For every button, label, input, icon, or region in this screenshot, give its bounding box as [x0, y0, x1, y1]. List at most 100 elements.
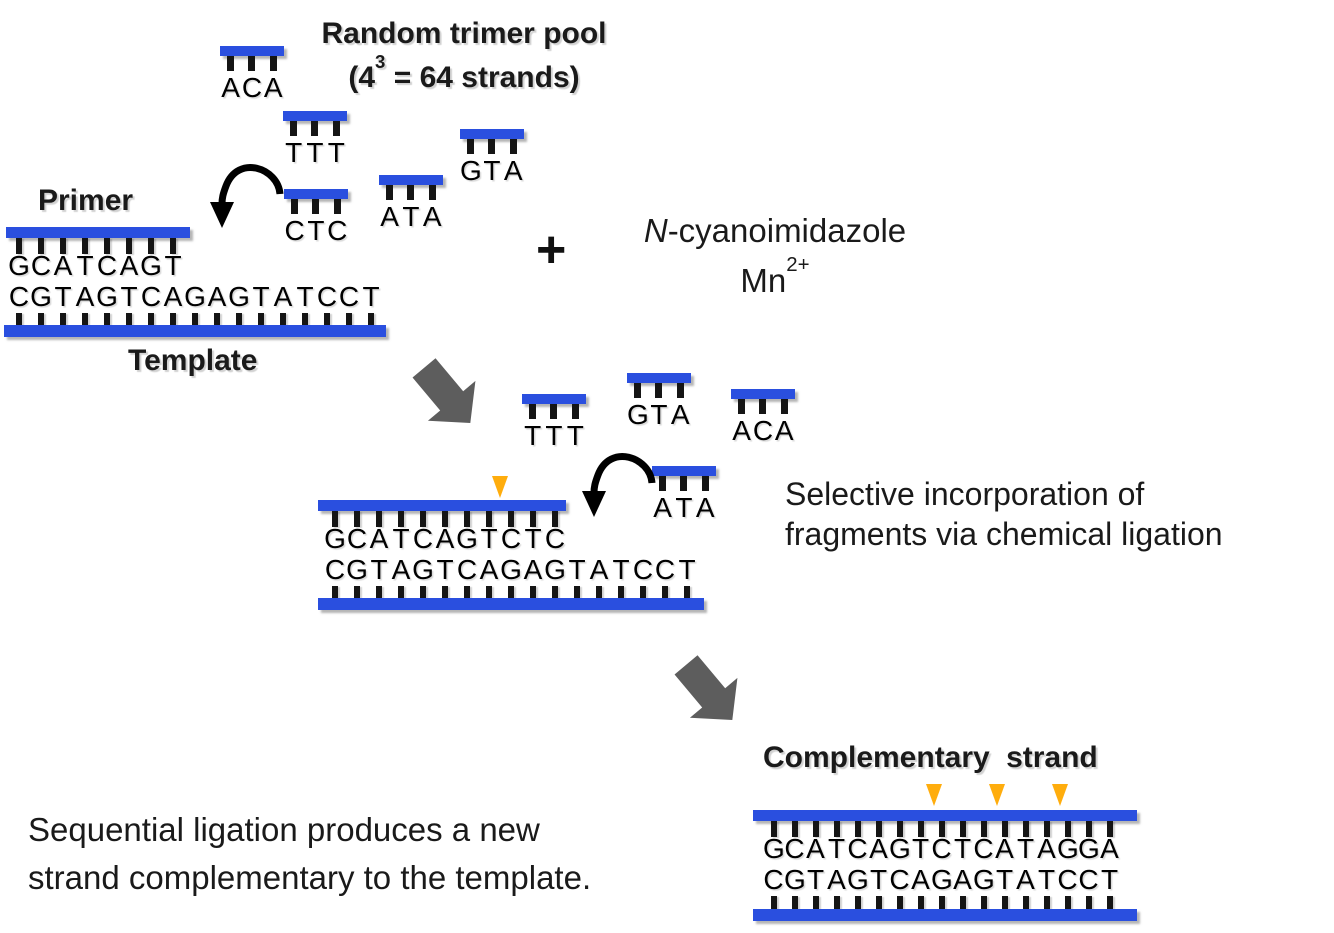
base-tick	[376, 511, 382, 527]
base-letter: C	[632, 554, 654, 585]
base-tick-cell	[826, 821, 847, 837]
base-letter: T	[827, 833, 846, 864]
base-tick	[917, 821, 924, 837]
base-tick-cell	[763, 821, 784, 837]
base-tick	[938, 821, 945, 837]
extended-strand-backbone-bar	[318, 500, 566, 511]
base-letter: T	[54, 281, 72, 312]
base-letter: A	[207, 281, 227, 312]
pool-count-exponent: 3	[375, 50, 386, 72]
base-letter: A	[391, 554, 411, 585]
base-letter: T	[483, 155, 501, 186]
base-letter: G	[544, 554, 566, 585]
base-tick-cell	[522, 511, 544, 527]
base-tick	[833, 821, 840, 837]
base-tick-cell	[544, 586, 566, 602]
primer-label: Primer	[38, 184, 134, 217]
base-tick-cell	[868, 821, 889, 837]
base-letter: A	[806, 833, 825, 864]
base-tick	[354, 586, 360, 602]
trimer-backbone-bar	[283, 111, 347, 121]
base-tick	[192, 313, 198, 329]
base-letter: T	[545, 420, 563, 451]
template-backbone-bar	[4, 325, 386, 337]
base-tick-cell	[140, 238, 162, 254]
base-tick-cell	[588, 586, 610, 602]
base-letter: A	[695, 492, 715, 523]
base-tick-cell	[784, 821, 805, 837]
base-tick	[812, 821, 819, 837]
base-tick	[552, 586, 558, 602]
base-tick	[280, 313, 286, 329]
base-letter: C	[327, 215, 348, 246]
base-tick	[82, 313, 88, 329]
base-letter: C	[500, 523, 522, 554]
base-tick	[346, 313, 352, 329]
base-tick	[938, 896, 945, 912]
base-tick	[770, 896, 777, 912]
trimer-backbone-bar	[460, 129, 524, 139]
base-tick-cell	[1078, 896, 1099, 912]
base-tick-cell	[456, 511, 478, 527]
base-tick-cell	[456, 586, 478, 602]
base-tick-cell	[676, 586, 698, 602]
down-right-block-arrow-icon	[674, 655, 738, 721]
base-letter: C	[1057, 864, 1078, 895]
base-tick	[896, 821, 903, 837]
base-letter: A	[911, 864, 930, 895]
pool-count-suffix: = 64 strands)	[385, 61, 580, 94]
base-letter: C	[889, 864, 910, 895]
base-letter: T	[307, 215, 325, 246]
base-letter: G	[889, 833, 911, 864]
base-tick-cell	[1015, 821, 1036, 837]
base-letter: T	[306, 137, 324, 168]
base-tick-cell	[1057, 821, 1078, 837]
base-tick-cell	[74, 238, 96, 254]
base-tick-cell	[162, 313, 184, 329]
base-tick	[486, 586, 492, 602]
base-letter: T	[480, 523, 498, 554]
base-tick	[1022, 896, 1029, 912]
base-tick-cell	[140, 313, 162, 329]
base-letter: T	[675, 492, 693, 523]
sequential-ligation-caption: Sequential ligation produces a new stran…	[28, 806, 591, 902]
base-tick-cell	[316, 313, 338, 329]
ligation-site-marker-icon	[1052, 784, 1068, 806]
base-tick	[833, 896, 840, 912]
base-tick-cell	[478, 586, 500, 602]
base-tick	[959, 896, 966, 912]
base-letter: C	[316, 281, 338, 312]
base-tick-cell	[390, 511, 412, 527]
base-tick-cell	[368, 586, 390, 602]
base-tick-cell	[52, 238, 74, 254]
base-tick	[791, 821, 798, 837]
catalyst-symbol: Mn	[740, 262, 787, 299]
base-tick-cell	[931, 896, 952, 912]
extended-strand-base-ticks	[324, 511, 566, 527]
base-letter: T	[953, 833, 972, 864]
base-letter: C	[140, 281, 162, 312]
base-tick	[896, 896, 903, 912]
base-letter: A	[653, 492, 672, 523]
trimer-backbone-bar	[284, 189, 348, 199]
base-letter: C	[338, 281, 360, 312]
base-letter: T	[566, 420, 584, 451]
base-letter: T	[362, 281, 380, 312]
template-label: Template	[128, 344, 258, 377]
pool-count-prefix: (4	[348, 61, 376, 94]
trimer-base-ticks	[284, 199, 348, 214]
base-tick-cell	[434, 511, 456, 527]
base-letter: T	[402, 201, 420, 232]
ligation-site-marker-icon	[989, 784, 1005, 806]
template-base-ticks	[8, 313, 382, 329]
base-letter: A	[75, 281, 95, 312]
base-tick-cell	[8, 313, 30, 329]
base-tick-cell	[1099, 821, 1120, 837]
base-tick-cell	[1015, 896, 1036, 912]
complementary-strand-label: Complementary strand	[763, 741, 1098, 774]
base-tick-cell	[390, 586, 412, 602]
